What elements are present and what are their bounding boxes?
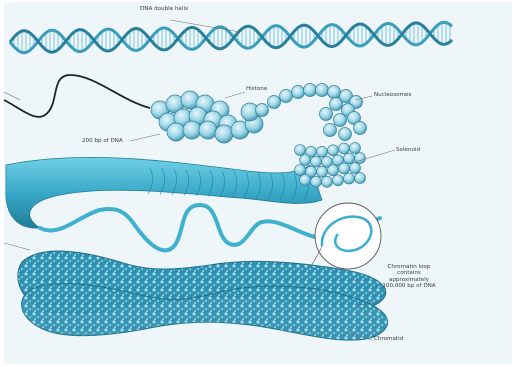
solenoid-bead xyxy=(350,163,361,174)
nucleosome-bead xyxy=(354,122,367,135)
nucleosome-bead xyxy=(334,114,347,127)
nucleosome-bead xyxy=(183,121,201,139)
nucleosome-bead xyxy=(167,123,185,141)
nucleosome-bead xyxy=(268,96,281,109)
nucleosome-bead xyxy=(330,98,343,111)
solenoid-bead xyxy=(328,165,339,176)
nucleosome-bead xyxy=(280,90,293,103)
solenoid-bead xyxy=(344,173,355,184)
chromatid-label: Chromatid xyxy=(374,336,403,342)
solenoid-bead xyxy=(311,156,322,167)
solenoid-bead xyxy=(311,176,322,187)
histone-label: Histone xyxy=(246,86,267,92)
nucleosome-bead xyxy=(256,104,269,117)
solenoid-coil xyxy=(295,143,366,188)
nucleosome-bead xyxy=(324,124,337,137)
solenoid-bead xyxy=(350,143,361,154)
solenoid-bead xyxy=(339,143,350,154)
solenoid-bead xyxy=(355,153,366,164)
bp-of-dna-label: 200 bp of DNA xyxy=(82,138,123,144)
nucleosome-bead xyxy=(292,86,305,99)
solenoid-bead xyxy=(322,176,333,187)
solenoid-label: Solenoid xyxy=(396,147,420,153)
solenoid-bead xyxy=(344,153,355,164)
dna-double-helix-label: DNA double helix xyxy=(140,6,188,12)
solenoid-bead xyxy=(317,166,328,177)
chromatin-loop-label: Chromatin loop contains approximately 10… xyxy=(378,264,440,290)
nucleosomes-label: Nucleosomes xyxy=(374,92,411,98)
nucleosome-bead xyxy=(199,121,217,139)
solenoid-bead xyxy=(300,175,311,186)
nucleosome-bead xyxy=(215,125,233,143)
nucleosome-bead xyxy=(320,108,333,121)
solenoid-bead xyxy=(300,155,311,166)
nucleosome-bead xyxy=(304,84,317,97)
solenoid-bead xyxy=(355,173,366,184)
nucleosome-bead xyxy=(328,86,341,99)
solenoid-bead xyxy=(295,145,306,156)
nucleosome-bead xyxy=(316,84,329,97)
solenoid-bead xyxy=(328,145,339,156)
nucleosome-bead xyxy=(339,128,352,141)
solenoid-bead xyxy=(295,165,306,176)
solenoid-bead xyxy=(317,146,328,157)
solenoid-bead xyxy=(333,175,344,186)
solenoid-bead xyxy=(339,163,350,174)
